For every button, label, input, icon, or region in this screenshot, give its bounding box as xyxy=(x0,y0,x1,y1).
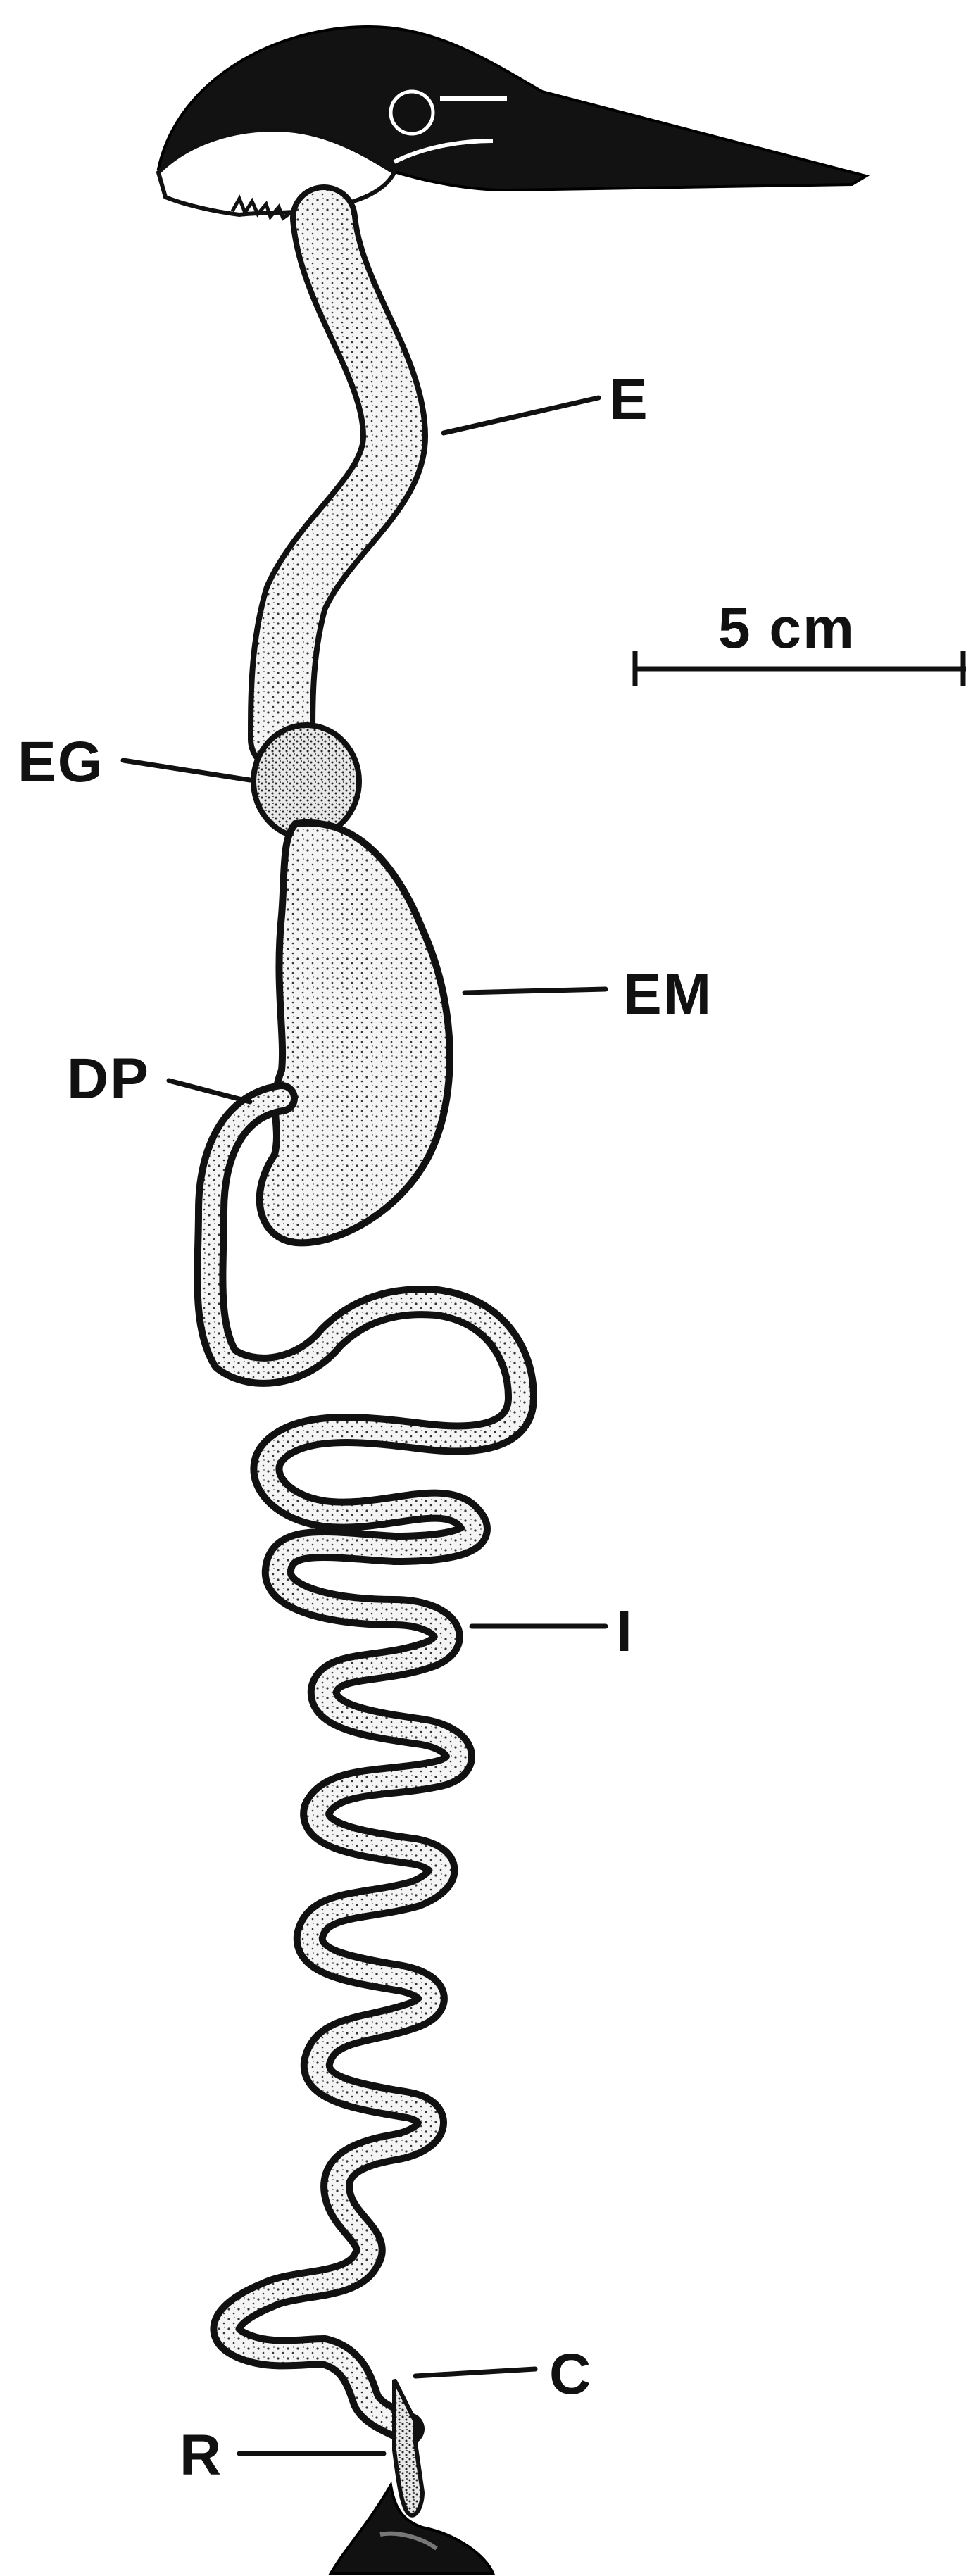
leader-c xyxy=(415,2369,535,2376)
label-em: EM xyxy=(623,962,713,1026)
label-eg: EG xyxy=(18,730,104,794)
intestine xyxy=(210,1098,521,2429)
scale-bar-label: 5 cm xyxy=(718,596,855,660)
label-i: I xyxy=(616,1600,634,1664)
leader-em xyxy=(465,989,606,993)
leader-eg xyxy=(123,760,250,780)
stomach xyxy=(260,823,450,1243)
label-dp: DP xyxy=(67,1047,150,1111)
bird-eye xyxy=(391,92,433,134)
scale-bar: 5 cm xyxy=(634,596,966,686)
label-r: R xyxy=(180,2423,222,2487)
leader-e xyxy=(444,398,598,433)
label-c: C xyxy=(549,2342,592,2406)
label-e: E xyxy=(609,367,649,432)
bird-head xyxy=(158,27,866,231)
esophagus xyxy=(282,218,394,739)
leader-dp xyxy=(169,1081,250,1102)
